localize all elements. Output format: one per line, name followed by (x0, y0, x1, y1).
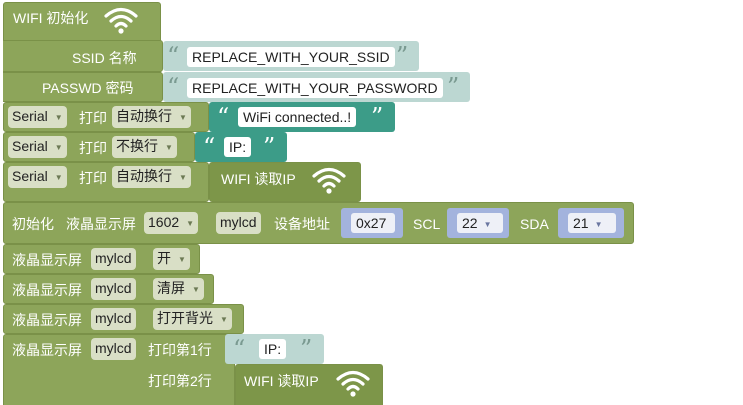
lcd-name-field[interactable]: mylcd (216, 212, 261, 234)
serial-port-dropdown[interactable]: Serial▼ (8, 166, 67, 188)
address-number-block[interactable]: 0x27 (341, 208, 403, 238)
passwd-value[interactable]: REPLACE_WITH_YOUR_PASSWORD (187, 78, 443, 98)
lcd-label: 液晶显示屏 (12, 252, 82, 268)
lcd-label: 液晶显示屏 (12, 312, 82, 328)
open-quote-icon: “ (233, 335, 246, 363)
serial-print-label: 打印 (79, 170, 107, 186)
lcd-model-dropdown[interactable]: 1602▼ (144, 212, 199, 234)
sda-label: SDA (520, 216, 549, 232)
lcd-command-dropdown[interactable]: 打开背光▼ (153, 308, 232, 330)
serial-print-label: 打印 (79, 140, 107, 156)
ssid-string-block[interactable]: “ REPLACE_WITH_YOUR_SSID ” (163, 41, 419, 71)
sda-dropdown[interactable]: 21▼ (568, 213, 616, 233)
wifi-icon (312, 167, 346, 194)
lcd-label: 液晶显示屏 (12, 342, 82, 358)
newline-mode-dropdown[interactable]: 自动换行▼ (112, 166, 191, 188)
string-block[interactable]: “ WiFi connected..! ” (209, 102, 395, 132)
open-quote-icon: “ (167, 42, 180, 70)
open-quote-icon: “ (217, 103, 230, 131)
wifi-icon (104, 7, 138, 34)
open-quote-icon: “ (167, 73, 180, 101)
open-quote-icon: “ (203, 133, 216, 161)
wifi-init-label: WIFI 初始化 (13, 10, 89, 26)
wifi-read-ip-block[interactable] (235, 364, 383, 405)
string-value[interactable]: IP: (224, 137, 252, 157)
string-value[interactable]: WiFi connected..! (238, 107, 357, 127)
close-quote-icon: ” (300, 335, 313, 363)
lcd-name-field[interactable]: mylcd (91, 338, 136, 360)
close-quote-icon: ” (447, 73, 460, 101)
lcd-label: 液晶显示屏 (66, 216, 136, 232)
string-block[interactable]: “ IP: ” (195, 132, 287, 162)
ssid-value[interactable]: REPLACE_WITH_YOUR_SSID (187, 47, 395, 67)
lcd-init-block[interactable] (3, 202, 634, 244)
wifi-read-ip-label: WIFI 读取IP (221, 171, 296, 187)
wifi-icon (336, 370, 370, 397)
close-quote-icon: ” (371, 103, 384, 131)
newline-mode-dropdown[interactable]: 不换行▼ (112, 136, 177, 158)
ssid-label: SSID 名称 (72, 50, 137, 66)
lcd-name-field[interactable]: mylcd (91, 278, 136, 300)
wifi-init-passwd-row (3, 72, 163, 102)
device-address-label: 设备地址 (274, 216, 330, 232)
passwd-label: PASSWD 密码 (42, 80, 134, 96)
close-quote-icon: ” (396, 42, 409, 70)
print-line1-label: 打印第1行 (148, 342, 212, 358)
serial-print-label: 打印 (79, 110, 107, 126)
wifi-init-ssid-row (3, 40, 163, 72)
wifi-read-ip-label: WIFI 读取IP (244, 373, 319, 389)
scl-dropdown[interactable]: 22▼ (457, 213, 503, 233)
serial-port-dropdown[interactable]: Serial▼ (8, 106, 67, 128)
lcd-init-label: 初始化 (12, 216, 54, 232)
newline-mode-dropdown[interactable]: 自动换行▼ (112, 106, 191, 128)
scl-label: SCL (413, 216, 441, 232)
print-line2-label: 打印第2行 (148, 373, 212, 389)
wifi-read-ip-block[interactable] (209, 162, 361, 202)
lcd-name-field[interactable]: mylcd (91, 308, 136, 330)
address-value[interactable]: 0x27 (351, 213, 395, 233)
scl-number-block[interactable]: 22▼ (447, 208, 509, 238)
close-quote-icon: ” (263, 133, 276, 161)
passwd-string-block[interactable]: “ REPLACE_WITH_YOUR_PASSWORD ” (163, 72, 470, 102)
lcd-power-dropdown[interactable]: 开▼ (153, 248, 190, 270)
line1-string-block[interactable]: “ IP: ” (225, 334, 324, 364)
sda-number-block[interactable]: 21▼ (558, 208, 624, 238)
serial-port-dropdown[interactable]: Serial▼ (8, 136, 67, 158)
line1-value[interactable]: IP: (259, 339, 287, 359)
lcd-name-field[interactable]: mylcd (91, 248, 136, 270)
lcd-command-dropdown[interactable]: 清屏▼ (153, 278, 204, 300)
lcd-label: 液晶显示屏 (12, 282, 82, 298)
